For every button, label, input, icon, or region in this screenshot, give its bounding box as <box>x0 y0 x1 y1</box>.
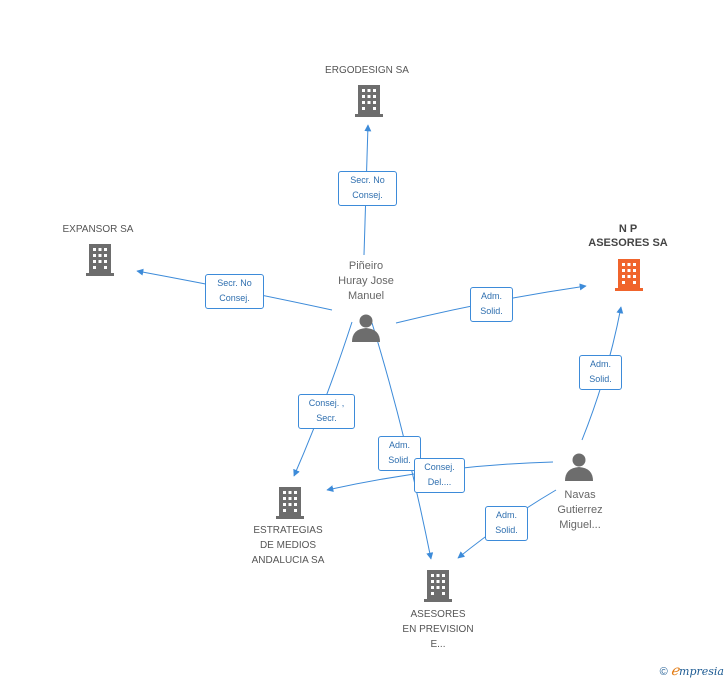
person-label-navas[interactable]: Navas Gutierrez Miguel... <box>557 489 603 531</box>
building-icon[interactable] <box>276 487 304 519</box>
edge-label-consej-secr: Consej. , Secr. <box>298 394 355 429</box>
person-icon[interactable] <box>565 453 593 482</box>
person-label-pineiro[interactable]: Piñeiro Huray Jose Manuel <box>338 260 394 302</box>
edge-label-adm-solid: Adm. Solid. <box>378 436 421 471</box>
logo-letter: ℯ <box>670 663 680 679</box>
company-label-np[interactable]: N P ASESORES SA <box>588 223 668 249</box>
building-icon[interactable] <box>355 85 383 117</box>
building-icon[interactable] <box>424 570 452 602</box>
company-label-expansor[interactable]: EXPANSOR SA <box>62 224 134 235</box>
company-label-asesores[interactable]: ASESORES EN PREVISION E... <box>402 609 474 650</box>
company-label-estrategias[interactable]: ESTRATEGIAS DE MEDIOS ANDALUCIA SA <box>251 525 325 566</box>
edge-label-adm-solid: Adm. Solid. <box>470 287 513 322</box>
building-icon[interactable] <box>86 244 114 276</box>
company-label-ergodesign[interactable]: ERGODESIGN SA <box>325 65 409 76</box>
edge-label-secr-no-consej: Secr. No Consej. <box>338 171 397 206</box>
empresia-logo[interactable]: © ℯmpresia <box>660 663 724 679</box>
copyright-symbol: © <box>659 666 668 678</box>
person-icon[interactable] <box>352 314 380 343</box>
edge-label-consej-del: Consej. Del.... <box>414 458 465 493</box>
edge-label-secr-no-consej: Secr. No Consej. <box>205 274 264 309</box>
edge-label-adm-solid: Adm. Solid. <box>485 506 528 541</box>
building-icon-highlight[interactable] <box>615 259 643 291</box>
edge-pineiro-asesores[interactable] <box>371 322 434 560</box>
edge-label-adm-solid: Adm. Solid. <box>579 355 622 390</box>
logo-text: mpresia <box>679 665 724 678</box>
